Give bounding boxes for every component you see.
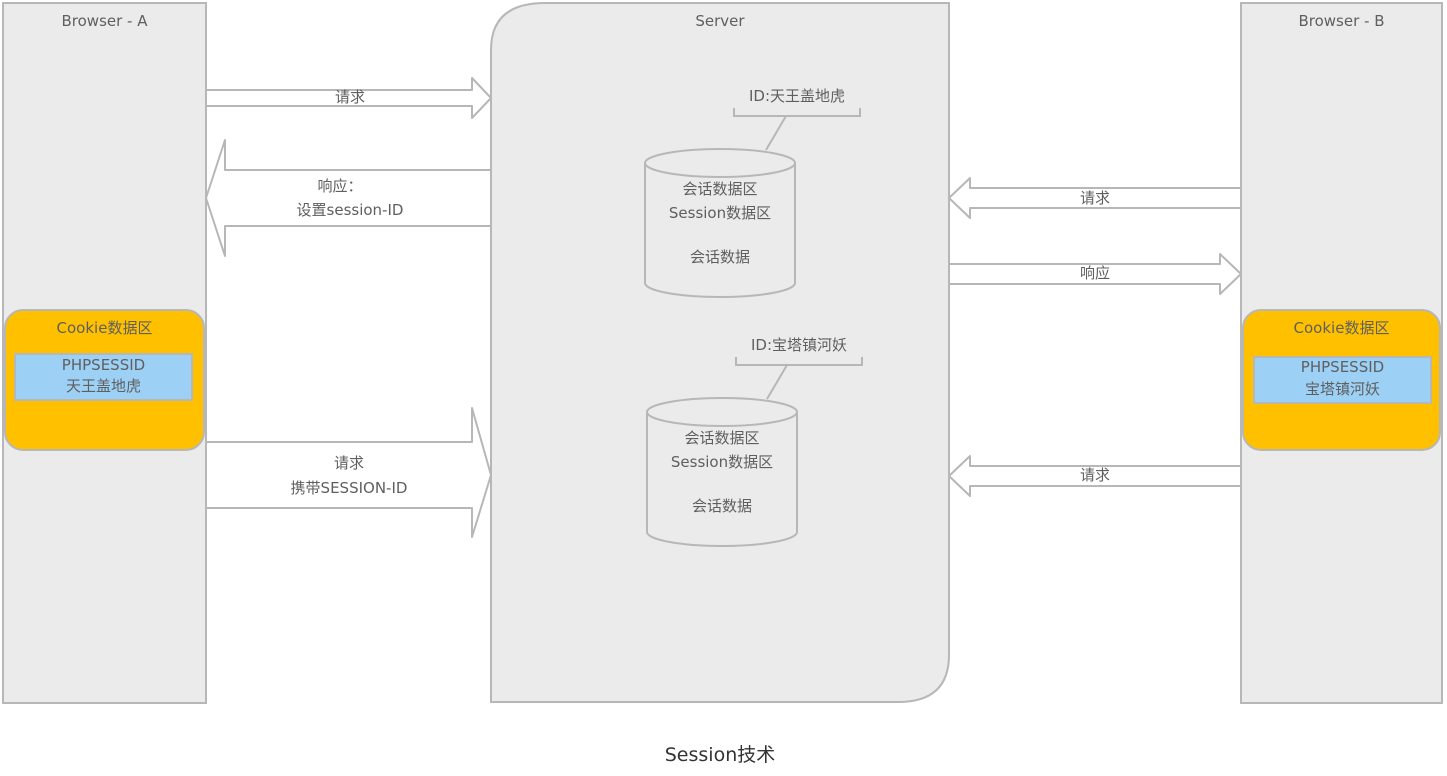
session-store-1-line3: 会话数据 [689,248,750,266]
browser-a-cookie-key: PHPSESSID [61,356,146,374]
arrow-b-request2-label: 请求 [1079,466,1110,484]
browser-a-cookie-label: Cookie数据区 [56,319,153,337]
session-store-1-line1: 会话数据区 [682,180,758,198]
session-store-2-id: ID:宝塔镇河妖 [750,336,848,354]
arrow-a-response-label-2: 设置session-ID [296,201,404,219]
diagram-caption: Session技术 [664,744,776,766]
browser-b-session-id-box [1253,356,1432,404]
session-store-1-top [644,148,796,178]
browser-b-cookie-value: 宝塔镇河妖 [1304,380,1380,398]
browser-a-cookie-value: 天王盖地虎 [65,377,141,395]
browser-a-title: Browser - A [61,12,148,30]
arrow-a-request [205,77,492,119]
server-title: Server [695,12,745,30]
arrow-b-request-label: 请求 [1079,189,1110,207]
browser-a-session-id-box [14,353,193,401]
session-store-1-line2: Session数据区 [668,204,772,222]
browser-b-cookie-label: Cookie数据区 [1293,319,1390,337]
browser-b-title: Browser - B [1298,12,1385,30]
arrow-a-request2-label-2: 携带SESSION-ID [290,479,408,497]
arrow-a-request2-label-1: 请求 [333,454,364,472]
arrow-a-request-with-id [205,407,492,538]
server-panel [490,1,950,703]
arrow-b-response-label: 响应 [1079,264,1110,282]
session-store-2-top [646,397,798,427]
session-store-1-cylinder [644,163,796,298]
arrow-a-response-label-1: 响应： [317,177,363,195]
session-store-2-cylinder [646,412,798,547]
arrow-a-request-label: 请求 [334,88,365,106]
session-store-2-line2: Session数据区 [670,453,774,471]
arrow-b-request-2 [948,455,1242,497]
arrow-a-response [205,139,492,257]
session-store-1-id-bracket [733,108,861,151]
session-store-2-line3: 会话数据 [691,497,752,515]
arrow-b-response [948,253,1242,295]
session-store-2-line1: 会话数据区 [684,429,760,447]
browser-b-cookie-key: PHPSESSID [1300,358,1385,376]
session-store-1-id: ID:天王盖地虎 [748,87,846,105]
session-store-2-id-bracket [735,357,863,400]
arrow-b-request [948,177,1242,219]
